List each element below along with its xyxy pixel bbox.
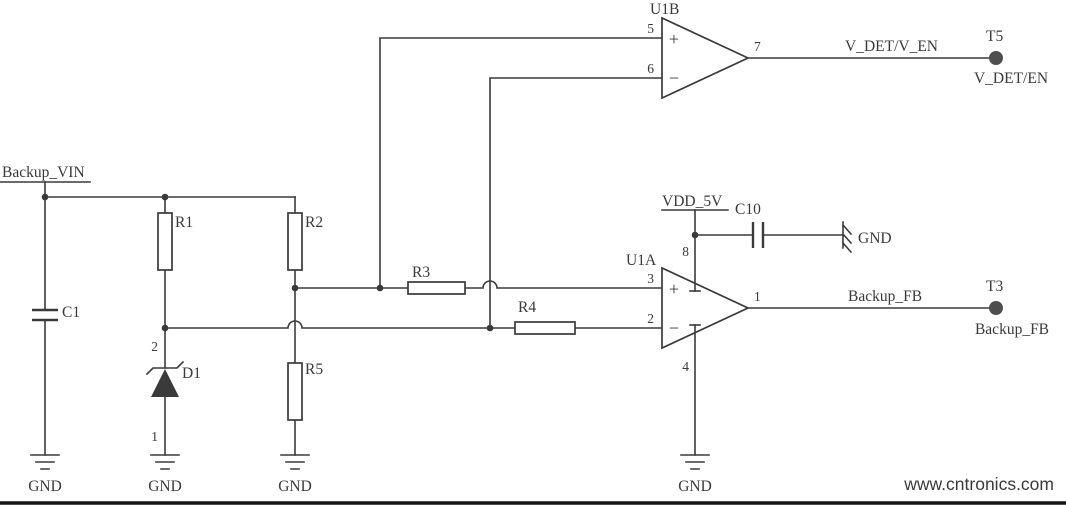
opamp-u1a-plus-sign: + (669, 279, 679, 299)
resistor-r4-ref: R4 (518, 299, 536, 316)
diode-d1-anode-triangle (151, 369, 179, 397)
net-label-backup-fb: Backup_FB (848, 288, 922, 305)
opamp-u1a-pin2: 2 (647, 311, 654, 326)
junction-dot (291, 284, 299, 292)
gnd-symbol-d1 (150, 454, 180, 470)
wire-r3-right-with-hop (464, 280, 663, 289)
gnd-label-u1a: GND (678, 478, 712, 495)
junction-dot (41, 193, 49, 201)
opamp-u1a-body (661, 266, 751, 350)
opamp-u1a-pin1: 1 (754, 289, 761, 304)
opamp-u1b-pin6: 6 (647, 61, 654, 76)
gnd-label-c10: GND (858, 230, 892, 247)
resistor-r3-body (407, 281, 466, 295)
components (30, 16, 853, 470)
resistor-r5-ref: R5 (305, 361, 323, 378)
junction-dot (376, 284, 384, 292)
capacitor-c1-ref: C1 (62, 304, 80, 321)
diode-d1-pin-anode: 1 (151, 429, 158, 444)
gnd-symbol-u1a (680, 454, 710, 470)
opamp-u1b-minus-sign: − (669, 68, 679, 88)
resistor-r1-body (157, 212, 173, 271)
opamp-u1b-pin5: 5 (647, 21, 654, 36)
resistor-r4-body (514, 321, 576, 335)
gnd-label-r5: GND (278, 478, 312, 495)
opamp-u1a-pin3: 3 (647, 271, 654, 286)
resistor-r1-ref: R1 (175, 214, 193, 231)
opamp-u1a-minus-sign: − (669, 318, 679, 338)
net-label-v-det: V_DET/V_EN (845, 38, 938, 55)
wire-r4-left-with-hop (164, 320, 516, 329)
labels: Backup_VIN C1 R1 R2 R5 R3 R4 D1 2 1 U1B … (2, 1, 1054, 495)
resistor-r2-ref: R2 (305, 214, 323, 231)
terminal-t3-pad (989, 301, 1003, 315)
resistor-r3-ref: R3 (412, 264, 430, 281)
terminal-t5-net-label: V_DET/EN (974, 70, 1048, 87)
opamp-u1a-pin8: 8 (682, 244, 689, 259)
terminal-t5-ref: T5 (986, 28, 1003, 45)
wire-u1b-noninverting-net (379, 37, 663, 289)
capacitor-c10-ref: C10 (735, 201, 761, 218)
opamp-u1a-ref: U1A (626, 252, 657, 269)
junction-dot (161, 193, 169, 201)
opamp-u1b-plus-sign: + (669, 29, 679, 49)
opamp-u1b-body (661, 16, 751, 100)
resistor-r5-body (287, 362, 303, 421)
diode-d1-pin-cathode: 2 (151, 339, 158, 354)
watermark: www.cntronics.com (903, 474, 1054, 494)
junction-dot (691, 231, 699, 239)
opamp-u1b-ref: U1B (650, 1, 679, 18)
terminal-t3-net-label: Backup_FB (975, 321, 1049, 338)
net-label-vdd-5v: VDD_5V (662, 193, 723, 210)
wire-u1b-inverting-net (489, 77, 663, 329)
opamp-u1a-pin4: 4 (682, 359, 689, 374)
terminal-t5-pad (989, 51, 1003, 65)
gnd-symbol-c1 (30, 454, 60, 470)
junction-dot (161, 324, 169, 332)
diode-d1-ref: D1 (182, 365, 201, 382)
diode-d1-cathode-bar (145, 360, 185, 376)
opamp-u1b-pin7: 7 (754, 39, 761, 54)
gnd-symbol-r5 (280, 454, 310, 470)
resistor-r2-body (287, 212, 303, 271)
junction-dot (486, 324, 494, 332)
earth-gnd-symbol-c10 (841, 221, 853, 254)
gnd-label-d1: GND (148, 478, 182, 495)
terminal-t3-ref: T3 (986, 278, 1003, 295)
gnd-label-c1: GND (28, 478, 62, 495)
net-label-backup-vin: Backup_VIN (2, 164, 85, 181)
junctions (41, 51, 1003, 332)
